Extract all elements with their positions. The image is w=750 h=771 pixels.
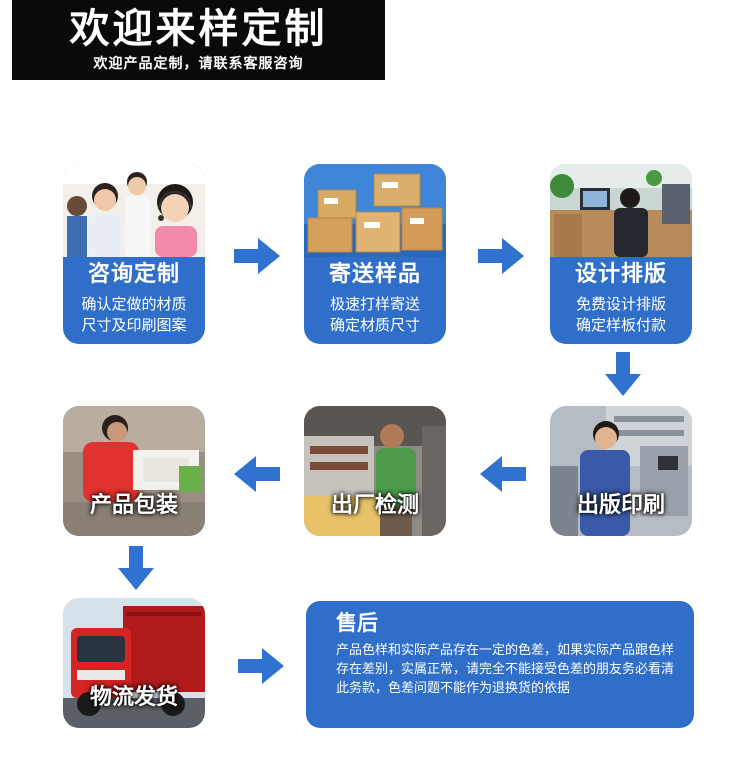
step-card-ship-sample: 寄送样品 极速打样寄送 确定材质尺寸 (304, 164, 446, 344)
step-card-packaging: 产品包装 (63, 406, 205, 536)
banner-subtitle: 欢迎产品定制，请联系客服咨询 (93, 56, 304, 72)
step-title: 咨询定制 (87, 262, 180, 287)
arrow-left-icon (234, 456, 280, 492)
step-description: 确认定做的材质 尺寸及印刷图案 (81, 295, 187, 334)
red-truck-photo (63, 598, 205, 728)
packaging-worker-photo (63, 406, 205, 536)
factory-inspection-photo (304, 406, 446, 536)
office-design-photo (550, 164, 692, 257)
step-title: 寄送样品 (328, 262, 421, 287)
after-sales-title: 售后 (336, 611, 378, 635)
arrow-down-icon (605, 352, 641, 396)
step-card-inspection: 出厂检测 (304, 406, 446, 536)
customer-service-photo (63, 164, 205, 257)
step-card-design: 设计排版 免费设计排版 确定样板付款 (550, 164, 692, 344)
arrow-right-icon (478, 238, 524, 274)
step-description: 极速打样寄送 确定材质尺寸 (329, 295, 420, 334)
step-title: 出版印刷 (576, 493, 665, 518)
step-card-consult: 咨询定制 确认定做的材质 尺寸及印刷图案 (63, 164, 205, 344)
banner-title: 欢迎来样定制 (69, 6, 328, 52)
step-title: 物流发货 (89, 685, 178, 710)
printing-press-photo (550, 406, 692, 536)
arrow-right-icon (234, 238, 280, 274)
step-card-printing: 出版印刷 (550, 406, 692, 536)
arrow-right-icon (238, 648, 284, 684)
after-sales-text: 产品色样和实际产品存在一定的色差，如果实际产品跟色样存在差别，实属正常，请完全不… (336, 643, 675, 696)
step-title: 出厂检测 (330, 493, 419, 518)
step-title: 设计排版 (574, 262, 667, 287)
cardboard-boxes-photo (304, 164, 446, 257)
header-banner: 欢迎来样定制 欢迎产品定制，请联系客服咨询 (12, 0, 385, 80)
after-sales-box: 售后 产品色样和实际产品存在一定的色差，如果实际产品跟色样存在差别，实属正常，请… (306, 601, 694, 728)
step-description: 免费设计排版 确定样板付款 (575, 295, 666, 334)
step-title: 产品包装 (89, 493, 178, 518)
step-card-delivery: 物流发货 (63, 598, 205, 728)
arrow-left-icon (480, 456, 526, 492)
arrow-down-icon (118, 546, 154, 590)
